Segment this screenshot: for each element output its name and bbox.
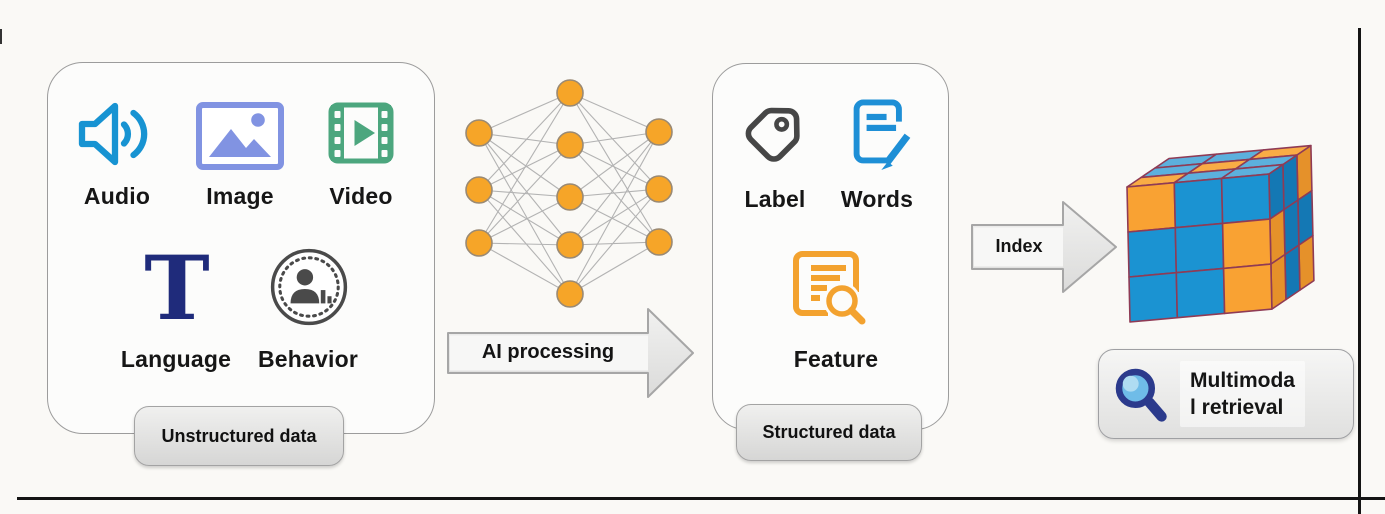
data-cube [1106, 116, 1331, 331]
feature-label: Feature [793, 346, 879, 372]
structured-data-badge: Structured data [736, 404, 922, 461]
words-label: Words [840, 186, 914, 212]
audio-label: Audio [83, 183, 151, 209]
behavior-icon [268, 246, 350, 328]
retrieval-line-2: l retrieval [1190, 396, 1284, 419]
multimodal-retrieval-badge: Multimoda l retrieval [1098, 349, 1354, 439]
right-rule [1358, 28, 1361, 514]
neural-network [440, 55, 690, 320]
retrieval-line-1: Multimoda [1190, 369, 1295, 392]
image-icon [195, 101, 285, 171]
behavior-label: Behavior [257, 346, 359, 372]
words-icon [841, 92, 915, 170]
ai-processing-arrow [440, 300, 710, 410]
magnifier-icon [1112, 365, 1170, 423]
video-label: Video [329, 183, 393, 209]
audio-icon [76, 93, 158, 175]
unstructured-data-badge: Unstructured data [134, 406, 344, 466]
unstructured-badge-text: Unstructured data [161, 425, 317, 446]
multimodal-retrieval-text: Multimoda l retrieval [1180, 361, 1305, 427]
ai-processing-label: AI processing [481, 341, 615, 363]
feature-icon [785, 243, 869, 331]
tag-icon [740, 94, 812, 166]
language-label: Language [120, 346, 232, 372]
bottom-rule [17, 497, 1385, 500]
language-icon: T [144, 236, 210, 340]
video-icon [328, 100, 394, 166]
index-label: Index [995, 236, 1043, 256]
left-edge-tick [0, 29, 2, 44]
tag-label: Label [744, 186, 806, 212]
image-label: Image [206, 183, 274, 209]
structured-badge-text: Structured data [762, 422, 896, 442]
index-arrow [963, 196, 1128, 301]
